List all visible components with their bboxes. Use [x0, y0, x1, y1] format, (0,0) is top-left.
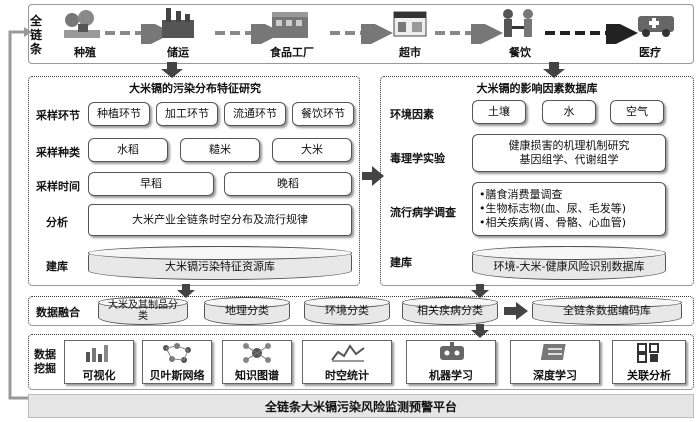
- platform-bar: 全链条大米镉污染风险监测预警平台: [28, 394, 694, 418]
- mining-panel: [28, 334, 694, 390]
- method-spatiotemporal-card: [302, 340, 392, 384]
- type-rice: 大米: [272, 138, 352, 162]
- fusion-item-geography-text: 地理分类: [225, 303, 269, 317]
- farm-icon: [62, 8, 102, 44]
- stage-label-food-factory: 食品工厂: [270, 46, 314, 59]
- medical-icon: [636, 8, 680, 42]
- type-paddy: 水稻: [88, 138, 168, 162]
- sampling-type-label: 采样种类: [36, 146, 80, 159]
- epi-item-diet: •膳食消费量调查: [479, 188, 563, 202]
- platform-text: 全链条大米镉污染风险监测预警平台: [264, 399, 457, 414]
- time-late-rice: 晚稻: [224, 172, 352, 196]
- left-to-right-arrow: [362, 166, 384, 186]
- factory-icon: [158, 6, 198, 44]
- env-air: 空气: [610, 100, 664, 124]
- chain-arrow-line: [90, 24, 638, 44]
- chain-to-right-arrow: [543, 62, 565, 78]
- fusion-item-products-text: 大米及其制品分类: [108, 299, 178, 323]
- supermarket-icon: [392, 8, 428, 44]
- link-planting: 种植环节: [88, 102, 150, 126]
- right-db-cylinder: 环境-大米-健康风险识别数据库: [472, 246, 666, 280]
- sampling-link-label: 采样环节: [36, 109, 80, 122]
- fusion-item-products: 大米及其制品分类: [98, 297, 188, 325]
- type-brown-rice: 糙米: [180, 138, 260, 162]
- right-to-fusion-arrow: [471, 284, 489, 298]
- analysis-label: 分析: [46, 216, 68, 229]
- fusion-item-disease-text: 相关疾病分类: [417, 303, 483, 317]
- env-label: 环境因素: [390, 108, 434, 121]
- method-kg: 知识图谱: [235, 369, 279, 382]
- tox-label: 毒理学实验: [390, 152, 445, 165]
- fusion-to-mining-arrow: [471, 324, 489, 338]
- stage-label-dining: 餐饮: [509, 46, 531, 59]
- chain-to-left-arrow: [161, 62, 183, 78]
- machine-learning-icon: [436, 342, 468, 368]
- spatiotemporal-icon: [330, 342, 366, 368]
- right-panel-title: 大米镉的影响因素数据库: [476, 82, 598, 95]
- fusion-item-environment-text: 环境分类: [325, 303, 369, 317]
- epi-item-disease: •相关疾病(肾、骨骼、心血管): [479, 215, 627, 229]
- dining-icon: [498, 6, 542, 44]
- method-spatiotemporal: 时空统计: [325, 369, 369, 382]
- fusion-item-environment: 环境分类: [304, 297, 390, 325]
- loop-back-arrow: [8, 27, 32, 400]
- link-circulation: 流通环节: [224, 102, 286, 126]
- link-processing: 加工环节: [156, 102, 218, 126]
- method-kg-card: [222, 340, 292, 384]
- right-db-label: 建库: [390, 256, 412, 269]
- knowledge-graph-icon: [242, 342, 272, 368]
- stage-label-supermarket: 超市: [399, 46, 421, 59]
- stage-label-planting: 种殖: [74, 46, 96, 59]
- mining-label: 数据挖掘: [34, 348, 56, 375]
- epi-item-biomarker: •生物标志物(血、尿、毛发等): [479, 202, 627, 216]
- env-water: 水: [542, 100, 596, 124]
- stage-label-storage: 储运: [167, 46, 189, 59]
- epi-box: •膳食消费量调查 •生物标志物(血、尿、毛发等) •相关疾病(肾、骨骼、心血管): [472, 182, 666, 236]
- method-assoc: 关联分析: [627, 369, 671, 382]
- env-soil: 土壤: [472, 100, 526, 124]
- left-panel-title: 大米镉的污染分布特征研究: [129, 82, 261, 95]
- bayes-network-icon: [160, 342, 194, 368]
- method-bayes: 贝叶斯网络: [149, 369, 205, 382]
- stage-label-medical: 医疗: [639, 46, 661, 59]
- method-dl: 深度学习: [533, 369, 577, 382]
- tox-text-omics: 基因组学、代谢组学: [519, 153, 619, 166]
- right-panel: [380, 76, 694, 286]
- tox-box: 健康损害的机理机制研究 基因组学、代谢组学: [472, 134, 666, 172]
- fusion-label: 数据融合: [36, 306, 80, 319]
- left-to-fusion-arrow: [177, 284, 195, 298]
- tox-text-mechanism: 健康损害的机理机制研究: [508, 139, 630, 153]
- link-dining: 餐饮环节: [292, 102, 354, 126]
- left-db-text: 大米镉污染特征资源库: [165, 259, 275, 273]
- left-db-label: 建库: [46, 260, 68, 273]
- visualization-icon: [84, 342, 114, 368]
- food-factory-icon: [270, 8, 310, 44]
- chain-label: 全链条: [30, 14, 43, 56]
- fusion-target-db: 全链条数据编码库: [532, 297, 682, 325]
- method-ml: 机器学习: [429, 369, 473, 382]
- analysis-box: 大米产业全链条时空分布及流行规律: [88, 204, 352, 236]
- sampling-time-label: 采样时间: [36, 180, 80, 193]
- right-db-text: 环境-大米-健康风险识别数据库: [493, 259, 645, 273]
- fusion-item-geography: 地理分类: [204, 297, 290, 325]
- fusion-arrow: [504, 302, 528, 320]
- left-db-cylinder: 大米镉污染特征资源库: [88, 246, 352, 280]
- association-icon: [636, 342, 662, 368]
- epi-label: 流行病学调查: [390, 206, 456, 219]
- fusion-item-disease: 相关疾病分类: [402, 297, 498, 325]
- time-early-rice: 早稻: [88, 172, 214, 196]
- fusion-target-text: 全链条数据编码库: [563, 303, 651, 317]
- left-panel: [28, 76, 360, 286]
- method-visualization: 可视化: [82, 369, 116, 382]
- deep-learning-icon: [540, 342, 572, 368]
